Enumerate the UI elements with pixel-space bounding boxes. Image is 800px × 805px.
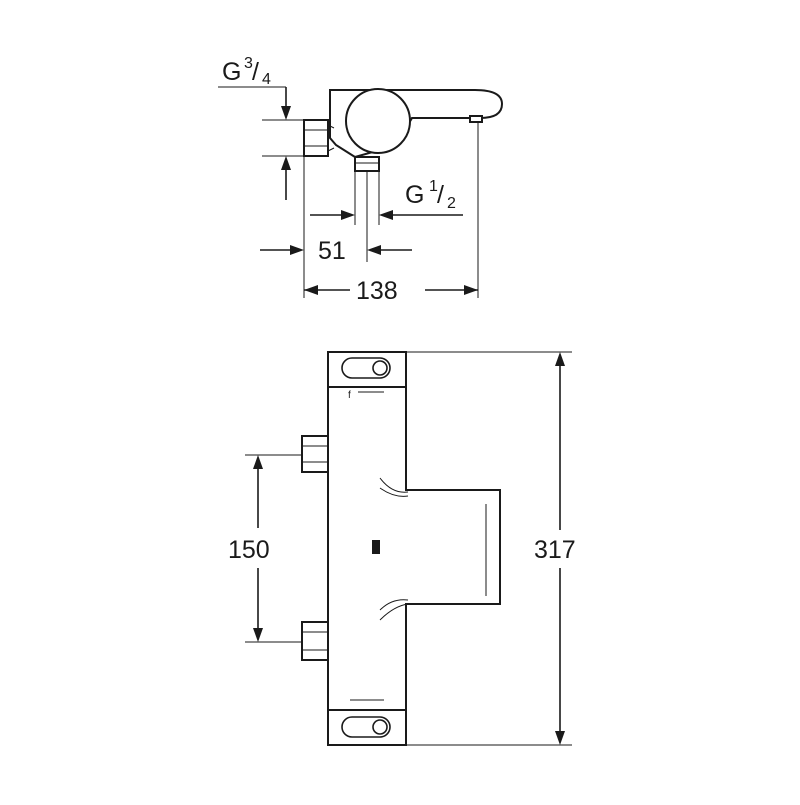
lower-hex-nut (301, 621, 329, 661)
label-outlet-thread: G 1 / 2 (405, 178, 456, 212)
inlet-thread-denominator: 4 (262, 71, 271, 88)
svg-text:/: / (252, 58, 259, 86)
outlet-thread-numerator: 1 (429, 178, 438, 195)
outlet-thread-denominator: 2 (447, 195, 456, 212)
top-view: G 3 / 4 G 1 / 2 51 (218, 55, 504, 305)
bottom-end-cap (327, 709, 407, 746)
upper-hex-nut (301, 435, 329, 473)
spout-outlet (469, 115, 483, 123)
dim-offset: 51 (318, 237, 346, 265)
outlet-connector (354, 156, 380, 172)
control-knob (345, 88, 411, 154)
front-view: f 150 317 (228, 351, 576, 746)
svg-text:/: / (437, 181, 444, 209)
outlet-thread-prefix: G (405, 181, 424, 209)
dim-height: 317 (534, 536, 576, 564)
dim-depth: 138 (356, 277, 398, 305)
inlet-thread-prefix: G (222, 58, 241, 86)
svg-text:f: f (348, 390, 351, 401)
label-inlet-thread: G 3 / 4 (218, 55, 286, 88)
inlet-thread-numerator: 3 (244, 55, 253, 72)
mixer-body (327, 386, 501, 711)
inlet-hex-nut (303, 119, 335, 157)
dim-centers: 150 (228, 536, 270, 564)
